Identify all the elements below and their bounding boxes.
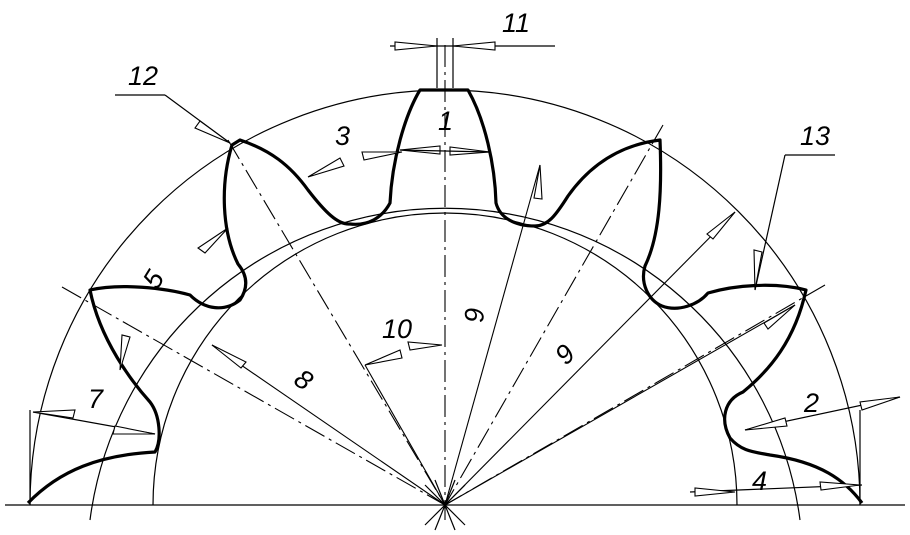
ray-9-a (444, 164, 541, 506)
label-9: 9 (549, 339, 581, 371)
label-8: 8 (289, 363, 319, 396)
gear-tooth-profile (26, 88, 864, 505)
tooth-axis-upper-left (227, 139, 446, 506)
label-1: 1 (438, 106, 453, 136)
tooth-axis-upper-right (444, 124, 664, 506)
center-mark (424, 479, 466, 531)
label-6: 6 (459, 307, 489, 323)
label-2: 2 (803, 388, 819, 418)
label-10: 10 (382, 314, 412, 344)
ray-8 (211, 344, 446, 506)
label-3: 3 (335, 121, 350, 151)
label-12: 12 (128, 61, 158, 91)
dimension-arrows (32, 41, 901, 497)
ray-9-b (444, 211, 736, 506)
root-circle (152, 212, 738, 506)
label-13: 13 (800, 121, 830, 151)
pitch-circle (89, 207, 801, 521)
label-11: 11 (502, 8, 530, 38)
ray-9-c (444, 304, 796, 506)
label-4: 4 (752, 466, 767, 496)
label-7: 7 (88, 384, 104, 414)
ray-10 (364, 364, 446, 506)
tooth-axis-left (61, 286, 446, 506)
